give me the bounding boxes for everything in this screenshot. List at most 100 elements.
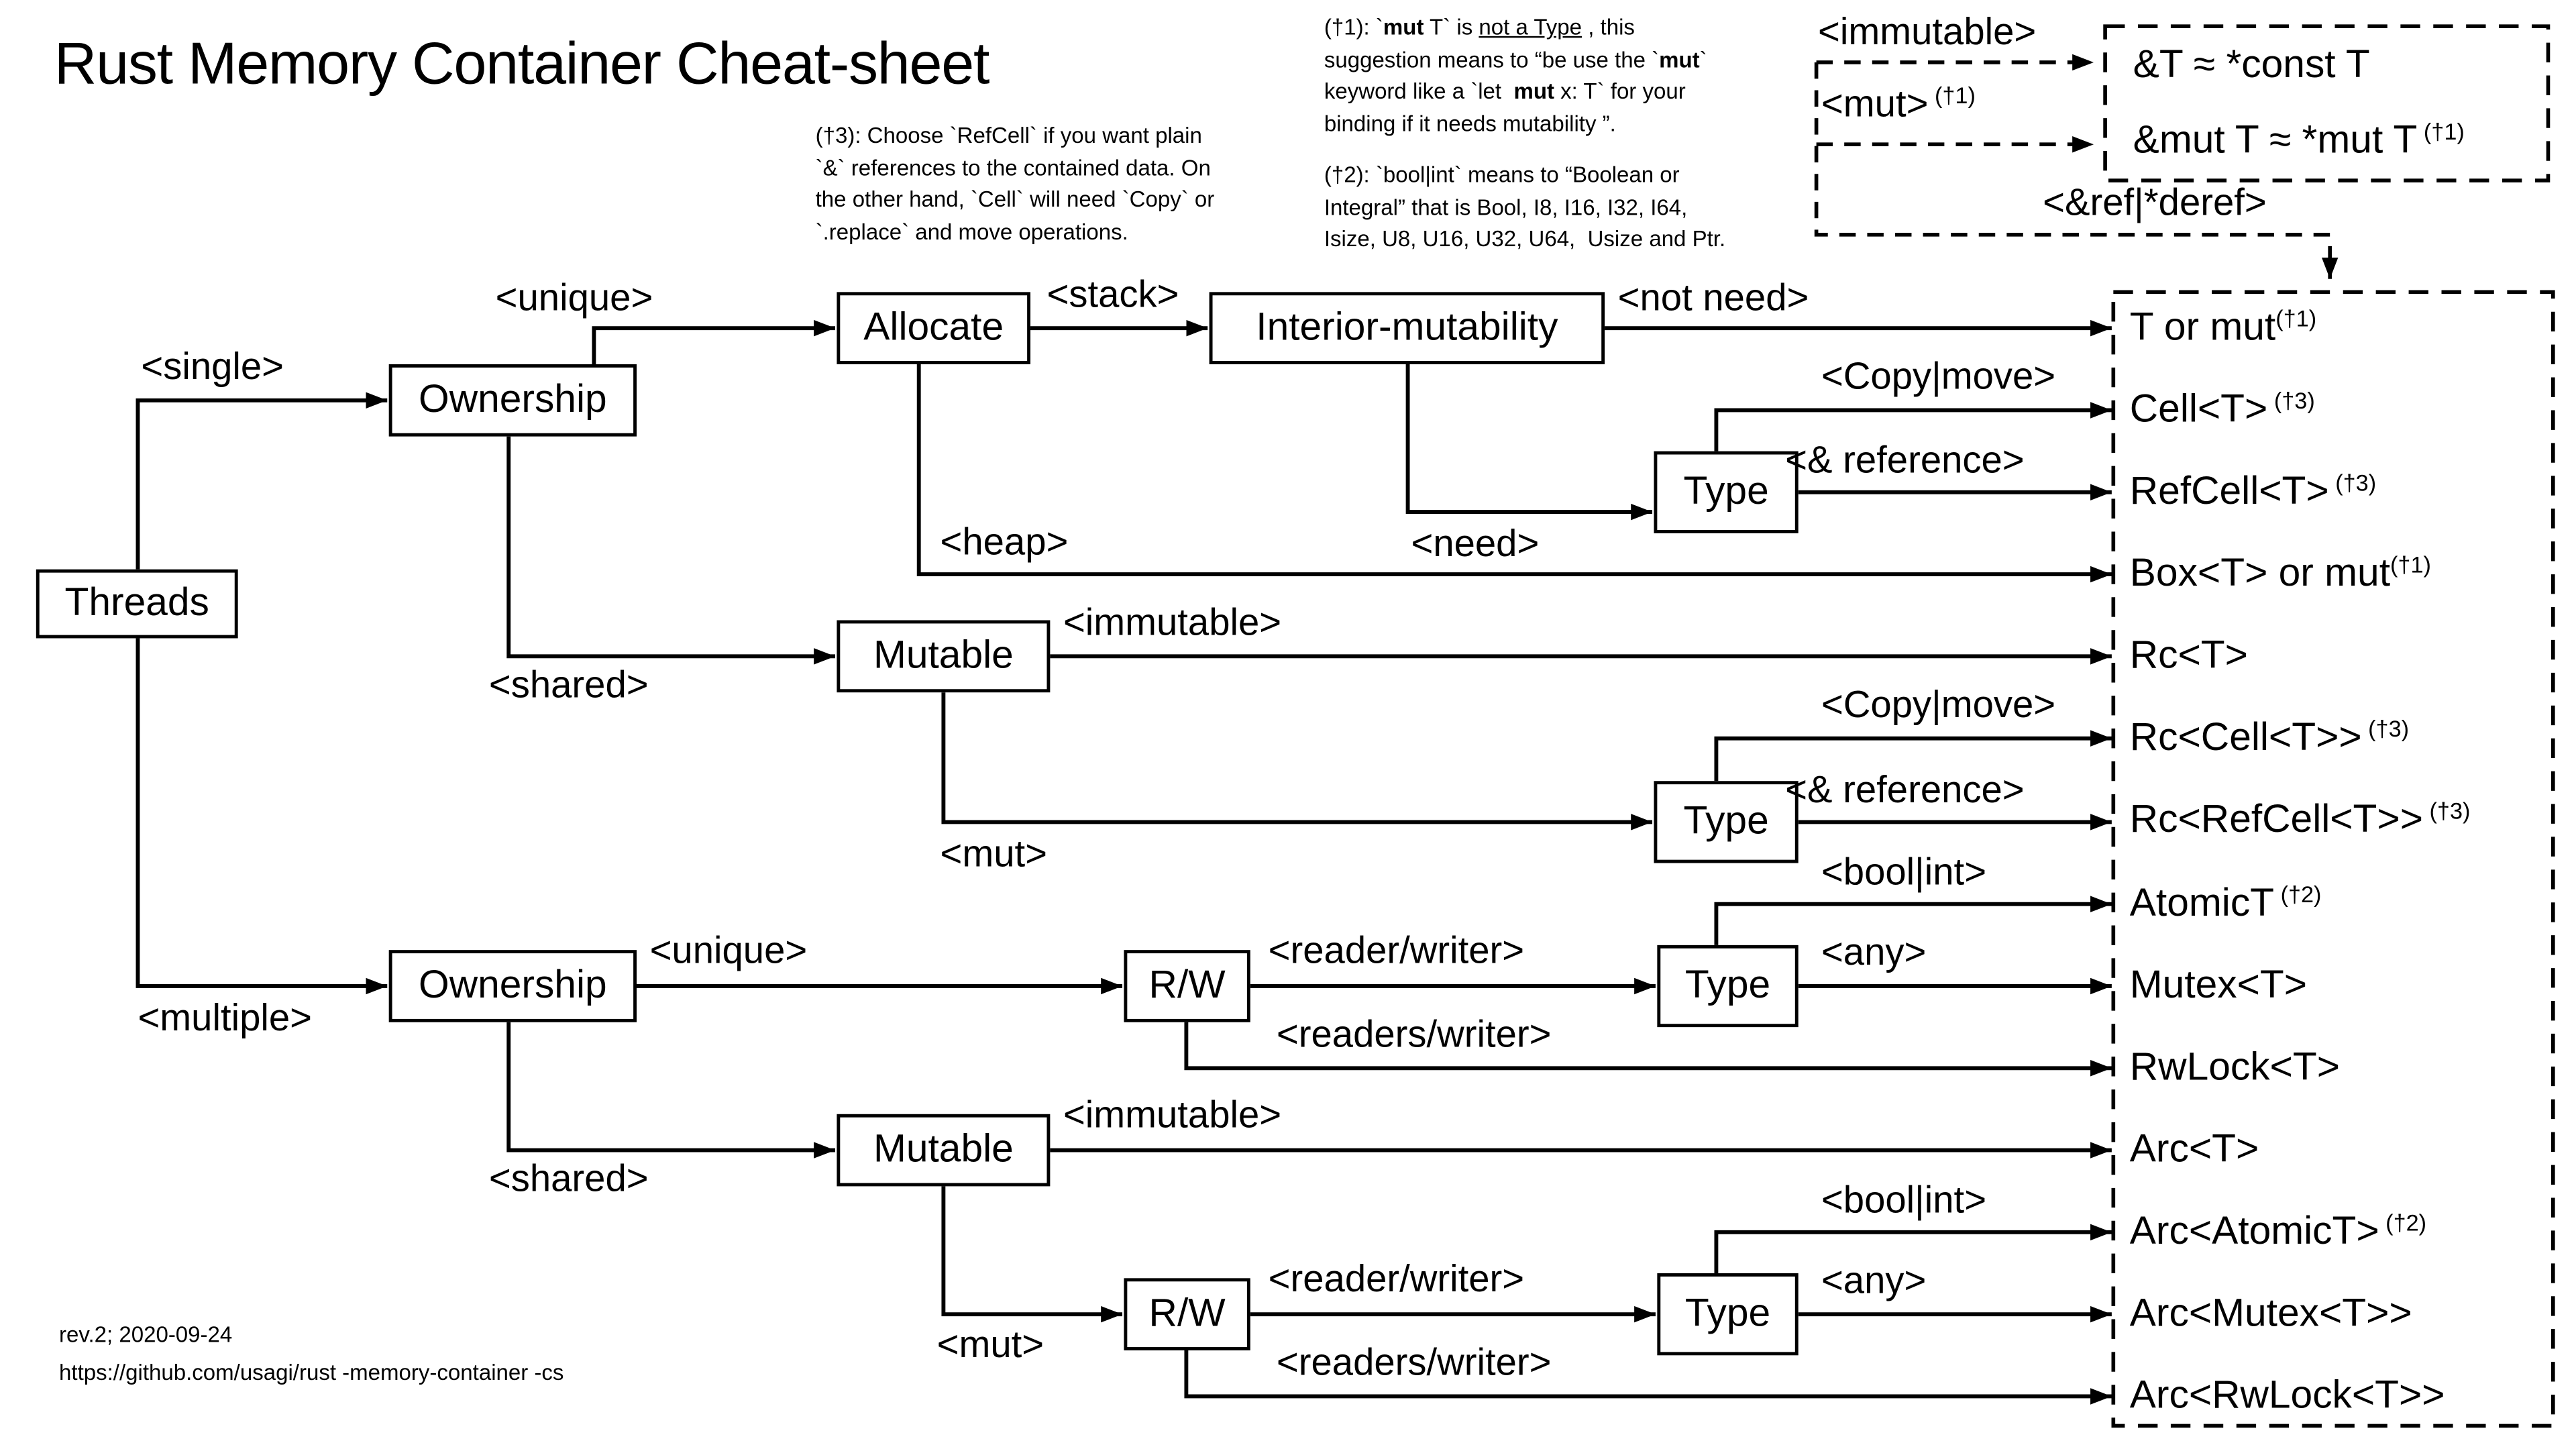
note-line: (†1): `mut T` is not a Type , this: [1324, 15, 1635, 40]
edge-shared1-line: [506, 436, 835, 665]
node-type-4: Type: [1657, 1273, 1799, 1356]
footer: rev.2; 2020-09-24 https://github.com/usa…: [59, 1316, 564, 1392]
note-line: keyword like a `let mut x: T` for your: [1324, 78, 1686, 104]
node-type-1: Type: [1654, 451, 1799, 533]
node-type-3: Type: [1657, 945, 1799, 1028]
node-interior-mutability: Interior-mutability: [1209, 292, 1605, 364]
note-line: `&` references to the contained data. On: [815, 155, 1211, 180]
pointer-eq-row-mut-text: &mut T ≈ *mut T: [2133, 118, 2418, 163]
type-item: Rc<Cell<T>> (†3): [2129, 716, 2410, 761]
type-item: Mutex<T>: [2129, 962, 2308, 1007]
node-mutable-multiple: Mutable: [837, 1114, 1051, 1187]
edge-label-mut-1: <mut>: [940, 832, 1048, 875]
mut-topright-text: <mut>: [1821, 82, 1929, 125]
pointer-eq-row-mut-sup: (†1): [2417, 118, 2465, 145]
edge-boolint1-line: [1714, 896, 2112, 945]
node-mutable-single: Mutable: [837, 620, 1051, 693]
type-item: Arc<Mutex<T>>: [2129, 1291, 2412, 1336]
edge-label-ref-deref: <&ref|*deref>: [2043, 180, 2267, 223]
edge-readerswriter2-line: [1184, 1350, 2112, 1405]
edge-label-reader-writer-2: <reader/writer>: [1268, 1256, 1525, 1300]
edge-boolint2-line: [1714, 1224, 2112, 1274]
edge-label-any-1: <any>: [1821, 930, 1927, 973]
type-item: RwLock<T>: [2129, 1044, 2341, 1089]
edge-label-readers-writer-2: <readers/writer>: [1276, 1340, 1552, 1383]
edge-label-shared-2: <shared>: [488, 1157, 649, 1199]
edge-label-stack: <stack>: [1046, 272, 1179, 315]
pointer-eq-row-const: &T ≈ *const T: [2133, 42, 2370, 87]
edge-label-single: <single>: [141, 344, 284, 388]
note-line: binding if it needs mutability ”.: [1324, 111, 1616, 136]
type-item: T or mut(†1): [2129, 305, 2317, 350]
edge-copymove1-line: [1714, 402, 2112, 451]
edge-unique1-line: [592, 319, 835, 364]
edge-label-multiple: <multiple>: [138, 996, 313, 1039]
edge-readerswriter1-line: [1184, 1022, 2112, 1077]
edge-label-bool-int-1: <bool|int>: [1821, 849, 1987, 893]
dashed-edges: [1814, 54, 2339, 279]
node-type-2: Type: [1654, 781, 1799, 863]
edge-label-immutable-topright: <immutable>: [1818, 9, 2037, 53]
type-item: Cell<T> (†3): [2129, 387, 2315, 432]
node-ownership-single: Ownership: [388, 364, 637, 437]
edge-single-line: [136, 392, 388, 570]
type-item: AtomicT (†2): [2129, 880, 2322, 925]
note-line: the other hand, `Cell` will need `Copy` …: [815, 186, 1215, 212]
edge-shared2-line: [506, 1022, 835, 1159]
note-dagger3: (†3): Choose `RefCell` if you want plain…: [816, 120, 1215, 248]
note-line: (†2): `bool|int` means to “Boolean or: [1324, 162, 1680, 187]
node-threads: Threads: [36, 569, 238, 639]
edge-label-reference-2: <& reference>: [1785, 767, 2025, 811]
note-line: (†3): Choose `RefCell` if you want plain: [815, 123, 1202, 148]
note-dagger2: (†2): `bool|int` means to “Boolean or Int…: [1324, 159, 1725, 255]
page-title: Rust Memory Container Cheat-sheet: [54, 30, 990, 97]
note-line: Integral” that is Bool, I8, I16, I32, I6…: [1324, 194, 1688, 219]
edge-multiple-line: [136, 638, 388, 995]
type-item: Box<T> or mut(†1): [2129, 551, 2431, 596]
edge-label-bool-int-2: <bool|int>: [1821, 1178, 1987, 1221]
footer-revision: rev.2; 2020-09-24: [59, 1322, 233, 1348]
node-allocate: Allocate: [837, 292, 1031, 364]
node-rw-2: R/W: [1124, 1278, 1250, 1350]
edge-label-heap: <heap>: [940, 520, 1069, 563]
edge-label-readers-writer-1: <readers/writer>: [1276, 1012, 1552, 1055]
edge-label-mut-2: <mut>: [936, 1322, 1044, 1365]
edge-need-line: [1405, 364, 1653, 521]
edge-label-mut-topright: <mut> (†1): [1821, 82, 1976, 129]
edge-label-reference-1: <& reference>: [1785, 438, 2025, 481]
edge-mut1-line: [941, 692, 1653, 830]
edge-label-copy-move-1: <Copy|move>: [1821, 354, 2056, 397]
type-item: Arc<T>: [2129, 1126, 2259, 1171]
node-rw-1: R/W: [1124, 950, 1250, 1022]
type-item: Arc<AtomicT> (†2): [2129, 1209, 2427, 1254]
pointer-eq-row-mut: &mut T ≈ *mut T (†1): [2133, 118, 2465, 167]
edge-label-reader-writer-1: <reader/writer>: [1268, 928, 1525, 971]
edge-label-unique-1: <unique>: [495, 275, 653, 319]
footer-url: https://github.com/usagi/rust -memory-co…: [59, 1360, 564, 1385]
note-line: `.replace` and move operations.: [815, 219, 1128, 244]
edge-label-need: <need>: [1411, 521, 1540, 565]
edge-label-immutable-1: <immutable>: [1063, 600, 1282, 643]
type-item: Rc<RefCell<T>> (†3): [2129, 798, 2471, 843]
edge-label-not-need: <not need>: [1617, 275, 1809, 319]
note-line: Isize, U8, U16, U32, U64, Usize and Ptr.: [1324, 226, 1726, 252]
edge-label-immutable-2: <immutable>: [1063, 1092, 1282, 1136]
type-item: RefCell<T> (†3): [2129, 469, 2377, 514]
node-ownership-multiple: Ownership: [388, 950, 637, 1022]
dashed-containers: [2103, 24, 2555, 1428]
pointer-equivalence-box: [2103, 24, 2551, 182]
type-item: Arc<RwLock<T>>: [2129, 1373, 2445, 1418]
note-dagger1: (†1): `mut T` is not a Type , this sugges…: [1324, 11, 1707, 140]
type-item: Rc<T>: [2129, 633, 2248, 678]
note-line: suggestion means to “be use the `mut`: [1324, 46, 1707, 72]
mut-topright-sup: (†1): [1928, 82, 1976, 109]
edge-label-shared-1: <shared>: [488, 663, 649, 706]
edge-mut2-line: [941, 1186, 1122, 1323]
edge-label-any-2: <any>: [1821, 1258, 1927, 1301]
edge-label-copy-move-2: <Copy|move>: [1821, 682, 2056, 726]
edge-label-unique-2: <unique>: [649, 928, 808, 971]
solid-edges: [136, 319, 2112, 1405]
edge-copymove2-line: [1714, 730, 2112, 782]
